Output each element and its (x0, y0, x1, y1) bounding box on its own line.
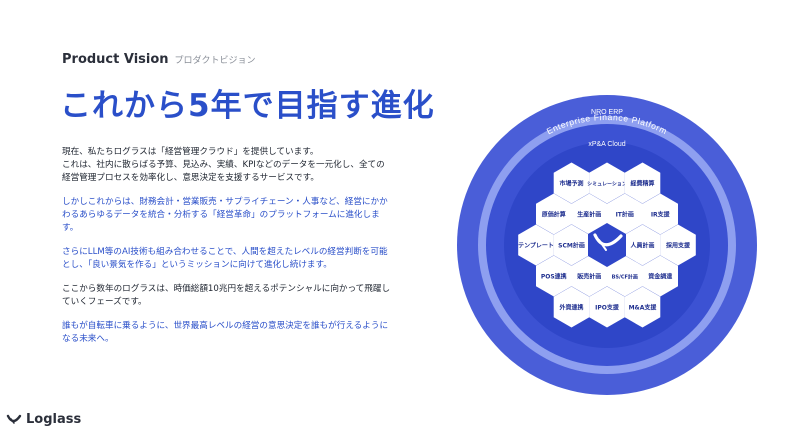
section-title-en: Product Vision (62, 52, 169, 67)
hex-shape (589, 286, 625, 328)
hex-cell: 人員計画 (624, 224, 661, 266)
hex-shape (624, 224, 661, 266)
paragraph-phase: ここから数年のログラスは、時価総額10兆円を超えるポテンシャルに向かって飛躍し … (62, 283, 427, 309)
text-line: ていくフェーズです。 (62, 297, 147, 307)
text-line: ここから数年のログラスは、時価総額10兆円を超えるポテンシャルに向かって飛躍し (62, 284, 391, 294)
hex-label: IT計画 (616, 211, 634, 219)
paragraph-vision: 誰もが自転車に乗るように、世界最高レベルの経営の意思決定を誰もが行えるように な… (62, 320, 427, 346)
hex-shape (571, 255, 607, 297)
hex-cell: 販売計画 (571, 255, 607, 297)
hex-cell: 生産計画 (571, 193, 607, 235)
hex-shape (571, 193, 607, 235)
text-line: これは、社内に散らばる予算、見込み、実績、KPIなどのデータを一元化し、全ての (62, 160, 385, 170)
hex-cell: IPO支援 (589, 286, 625, 328)
hex-shape (624, 286, 661, 328)
section-title-jp: プロダクトビジョン (174, 56, 256, 66)
loglass-logo-icon (6, 414, 22, 424)
hex-label: IR支援 (651, 211, 671, 219)
loglass-mark-icon (588, 223, 626, 267)
hex-cell: IT計画 (607, 193, 643, 235)
text-line: 誰もが自転車に乗るように、世界最高レベルの経営の意思決定を誰もが行えるように (62, 321, 389, 331)
hex-shape (642, 193, 678, 235)
text-line: 経営管理プロセスを効率化し、意思決定を支援するサービスです。 (62, 173, 319, 183)
hex-cell: 原価計算 (536, 193, 572, 235)
hex-shape (589, 162, 625, 204)
hex-shape (624, 162, 661, 204)
brand-logo: Loglass (6, 412, 81, 427)
paragraph-future: しかしこれからは、財務会計・営業販売・サプライチェーン・人事など、経営にかか わ… (62, 196, 427, 235)
hex-label: 生産計画 (577, 211, 601, 219)
text-line: とし、「良い景気を作る」というミッションに向けて進化し続けます。 (62, 260, 332, 270)
paragraph-ai: さらにLLM等のAI技術も組み合わせることで、人間を超えたレベルの経営判断を可能… (62, 246, 427, 272)
hex-cell: 採用支援 (660, 224, 696, 266)
hex-cell: BS/CF計画 (607, 255, 643, 297)
middle-label: NRO ERP (591, 109, 623, 116)
hex-label: テンプレート (518, 242, 554, 250)
hex-label: SCM計画 (558, 242, 585, 250)
hex-shape (553, 162, 590, 204)
page-title: これから5年で目指す進化 (60, 88, 435, 124)
hex-cell: 外資連携 (553, 286, 590, 328)
hex-shape (536, 255, 572, 297)
hex-cell: 市場予測 (553, 162, 590, 204)
brand-name: Loglass (26, 412, 82, 427)
hex-label: 販売計画 (577, 273, 601, 281)
text-line: さらにLLM等のAI技術も組み合わせることで、人間を超えたレベルの経営判断を可能 (62, 247, 388, 257)
hex-label: M&A支援 (629, 304, 658, 312)
hex-cell: M&A支援 (624, 286, 661, 328)
text-line: わるあらゆるデータを統合・分析する「経営革命」のプラットフォームに進化しま (62, 210, 380, 220)
hex-shape (536, 193, 572, 235)
hex-label: 市場予測 (559, 180, 583, 188)
text-line: す。 (62, 223, 79, 233)
section-header: Product Vision プロダクトビジョン (62, 52, 256, 67)
hex-label: BS/CF計画 (612, 274, 638, 281)
hex-shape (660, 224, 696, 266)
hex-label: シミュレーション (587, 182, 627, 188)
hex-cell: テンプレート (518, 224, 554, 266)
hex-shape (642, 255, 678, 297)
hex-label: 外資連携 (558, 304, 583, 312)
hex-cell: IR支援 (642, 193, 678, 235)
hex-label: 原価計算 (542, 211, 566, 219)
hex-cell: SCM計画 (553, 224, 590, 266)
hex-shape (518, 224, 554, 266)
text-line: 現在、私たちログラスは「経営管理クラウド」を提供しています。 (62, 147, 319, 157)
hex-label: 採用支援 (666, 242, 691, 250)
platform-diagram: Enterprise Finance Platform NRO ERP xP&A… (457, 95, 757, 395)
hex-cell: POS連携 (536, 255, 572, 297)
hex-cell: 経費精算 (624, 162, 661, 204)
hex-shape (607, 255, 643, 297)
paragraph-current: 現在、私たちログラスは「経営管理クラウド」を提供しています。 これは、社内に散ら… (62, 146, 427, 185)
hex-cell: 資金調達 (642, 255, 678, 297)
hex-label: POS連携 (541, 273, 567, 281)
hex-label: 人員計画 (630, 242, 654, 250)
hex-shape (553, 286, 590, 328)
body-text: 現在、私たちログラスは「経営管理クラウド」を提供しています。 これは、社内に散ら… (62, 146, 427, 357)
text-line: なる未来へ。 (62, 334, 114, 344)
hex-cell: シミュレーション (587, 162, 627, 204)
hex-label: IPO支援 (595, 304, 620, 312)
hex-grid: 市場予測シミュレーション経費精算原価計算 生産計画 IT計画 IR支援テンプレート SC… (518, 162, 696, 328)
hex-shape (553, 224, 590, 266)
hex-label: 資金調達 (648, 273, 673, 281)
inner-label: xP&A Cloud (588, 141, 625, 148)
text-line: しかしこれからは、財務会計・営業販売・サプライチェーン・人事など、経営にかか (62, 197, 388, 207)
hex-shape (607, 193, 643, 235)
hex-label: 経費精算 (630, 180, 654, 188)
